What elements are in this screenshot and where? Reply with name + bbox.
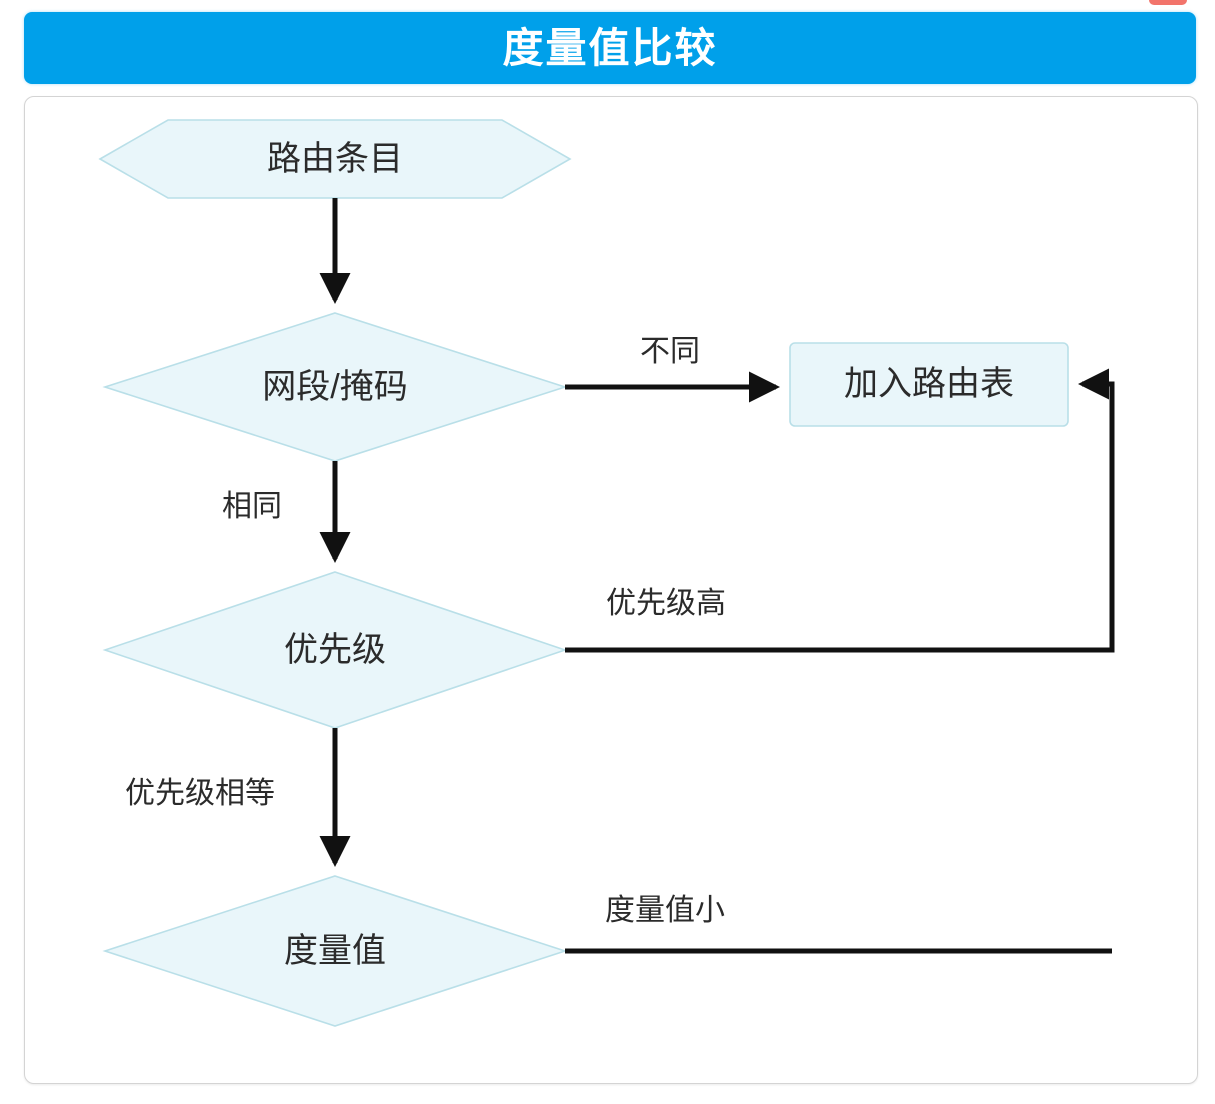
node-label-metric: 度量值 xyxy=(284,932,386,970)
node-label-subnet-mask: 网段/掩码 xyxy=(262,368,408,406)
title-bar: 度量值比较 xyxy=(24,12,1196,84)
top-red-tab[interactable] xyxy=(1149,0,1187,5)
node-label-route-entry: 路由条目 xyxy=(267,140,403,178)
edge-label-higher-priority: 优先级高 xyxy=(606,587,726,620)
edge-label-smaller-metric: 度量值小 xyxy=(605,894,725,927)
page-title: 度量值比较 xyxy=(502,24,718,71)
edge-label-same: 相同 xyxy=(222,490,282,523)
edge-label-equal-priority: 优先级相等 xyxy=(125,777,275,810)
edge-label-different: 不同 xyxy=(640,335,700,368)
node-label-add-to-table: 加入路由表 xyxy=(844,365,1014,403)
node-label-priority: 优先级 xyxy=(284,631,386,669)
